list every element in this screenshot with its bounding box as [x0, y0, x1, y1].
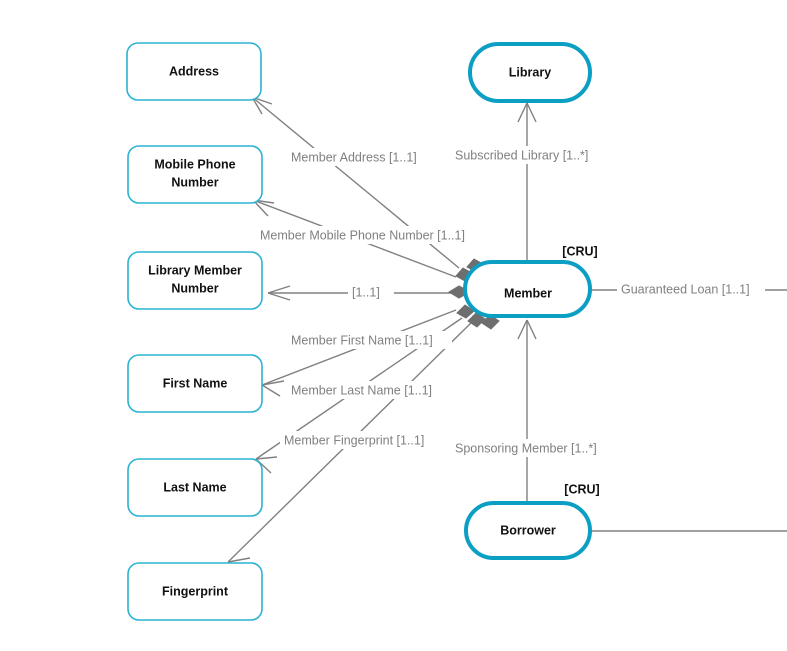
edge-label-member-address-text: Member Address [1..1] — [291, 150, 417, 164]
node-mobile-phone-number[interactable]: Mobile Phone Number — [127, 145, 263, 204]
composition-diamond-last-name — [467, 312, 486, 328]
node-first-name-label: First Name — [163, 376, 228, 390]
edge-label-subscribed-library: Subscribed Library [1..*] — [451, 146, 611, 164]
edge-label-member-library-member-number: [1..1] — [348, 284, 394, 302]
edge-label-sponsoring-member: Sponsoring Member [1..*] — [451, 439, 617, 457]
edge-label-guaranteed-loan: Guaranteed Loan [1..1] — [617, 281, 765, 299]
node-member-crud-badge: [CRU] — [562, 244, 597, 258]
edge-sponsoring-member[interactable] — [517, 319, 537, 501]
node-address[interactable]: Address — [126, 42, 262, 101]
node-member-label: Member — [504, 286, 552, 300]
node-mobile-phone-number-label-line1: Mobile Phone — [154, 157, 235, 171]
edge-label-member-mobile-phone-number-text: Member Mobile Phone Number [1..1] — [260, 228, 465, 242]
edge-label-member-last-name-text: Member Last Name [1..1] — [291, 383, 432, 397]
edge-label-member-library-member-number-text: [1..1] — [352, 285, 380, 299]
node-first-name[interactable]: First Name — [127, 354, 263, 413]
node-library-member-number-label-line2: Number — [171, 281, 218, 295]
node-fingerprint-label: Fingerprint — [162, 584, 229, 598]
edge-label-member-fingerprint: Member Fingerprint [1..1] — [280, 431, 445, 449]
edge-label-subscribed-library-text: Subscribed Library [1..*] — [455, 148, 588, 162]
node-library-member-number-label-line1: Library Member — [148, 263, 242, 277]
node-member[interactable]: Member [CRU] — [463, 244, 598, 318]
node-library-label: Library — [509, 65, 551, 79]
edge-label-member-first-name: Member First Name [1..1] — [287, 331, 452, 349]
node-borrower-crud-badge: [CRU] — [564, 482, 599, 496]
edge-label-guaranteed-loan-text: Guaranteed Loan [1..1] — [621, 282, 750, 296]
node-borrower[interactable]: Borrower [CRU] — [464, 482, 600, 560]
edge-label-member-fingerprint-text: Member Fingerprint [1..1] — [284, 433, 424, 447]
composition-diamond-fingerprint — [481, 314, 500, 330]
edge-label-member-first-name-text: Member First Name [1..1] — [291, 333, 433, 347]
edge-label-member-last-name: Member Last Name [1..1] — [287, 381, 450, 399]
node-borrower-label: Borrower — [500, 523, 556, 537]
node-library-member-number[interactable]: Library Member Number — [127, 251, 263, 310]
edge-label-sponsoring-member-text: Sponsoring Member [1..*] — [455, 441, 597, 455]
node-address-label: Address — [169, 64, 219, 78]
edge-label-layer: Member Address [1..1] Member Mobile Phon… — [255, 146, 765, 457]
node-mobile-phone-number-label-line2: Number — [171, 175, 218, 189]
attribute-node-layer: Address Mobile Phone Number Library Memb… — [126, 42, 263, 621]
node-library[interactable]: Library — [468, 42, 592, 103]
edge-subscribed-library[interactable] — [517, 102, 537, 260]
edge-label-member-mobile-phone-number: Member Mobile Phone Number [1..1] — [255, 226, 492, 244]
entity-node-layer: Library Member [CRU] Borrower [CRU] — [463, 42, 600, 560]
edge-label-member-address: Member Address [1..1] — [286, 148, 438, 166]
node-last-name[interactable]: Last Name — [127, 458, 263, 517]
node-fingerprint[interactable]: Fingerprint — [127, 562, 263, 621]
node-last-name-label: Last Name — [163, 480, 226, 494]
